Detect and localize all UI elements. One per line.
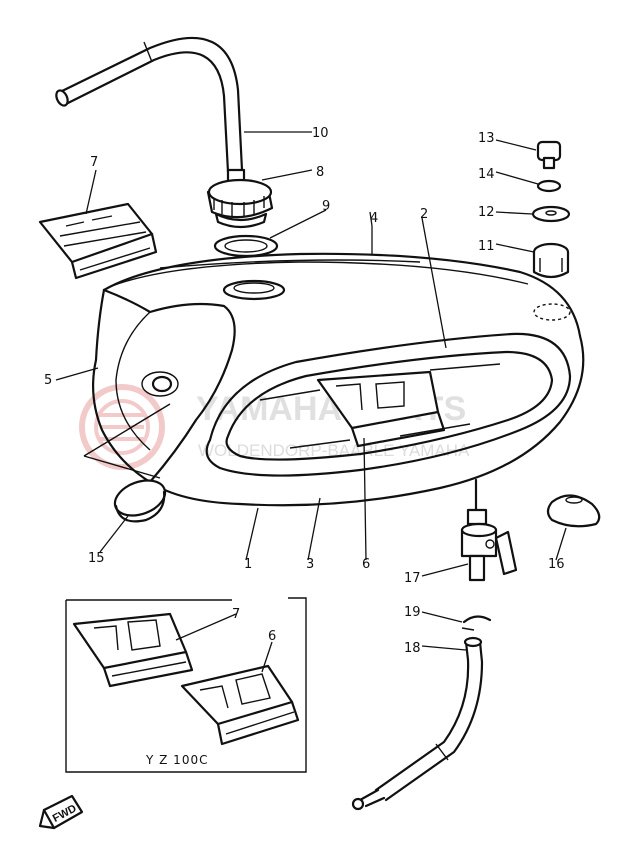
part-12-plate-washer: [531, 205, 571, 223]
part-15-cap: [113, 479, 167, 523]
part-19-clip: [461, 615, 492, 631]
callout-8: 8: [316, 165, 324, 180]
part-7-emblem: [38, 202, 158, 280]
inset-yz100c: [65, 597, 307, 773]
callout-5: 5: [44, 373, 52, 388]
part-14-washer: [536, 179, 562, 193]
inset-part-7-emblem: [72, 612, 194, 688]
callout-9: 9: [322, 199, 330, 214]
callout-3: 3: [306, 557, 314, 572]
part-18-fuel-hose: [351, 636, 484, 811]
callout-17: 17: [404, 571, 421, 586]
callout-11: 11: [478, 239, 495, 254]
leader-5-15-projection: [83, 403, 171, 479]
callout-16: 16: [548, 557, 565, 572]
part-2-3-tank-stripes: [205, 332, 572, 477]
callout-2: 2: [420, 207, 428, 222]
callout-numbers: 1 2 3 4 5 6 7 8 9 10 11 12 13 14 15 16 1…: [44, 126, 565, 656]
callout-14: 14: [478, 167, 495, 182]
part-13-bolt: [536, 140, 562, 170]
part-9-cap-gasket: [213, 234, 279, 258]
callout-inset-7: 7: [232, 607, 240, 622]
callout-6: 6: [362, 557, 370, 572]
leader-lines: [55, 131, 567, 673]
callout-18: 18: [404, 641, 421, 656]
callout-12: 12: [478, 205, 495, 220]
callout-13: 13: [478, 131, 495, 146]
forward-arrow-icon: FWD: [38, 794, 84, 830]
inset-label: Y Z 100C: [145, 753, 208, 767]
part-11-damper: [532, 242, 570, 279]
part-8-fuel-cap: [206, 168, 274, 229]
callout-1: 1: [244, 557, 252, 572]
callout-7: 7: [90, 155, 98, 170]
callout-10: 10: [312, 126, 329, 141]
watermark: YAMAHA-PARTS WOLDENDORP-BAARLE YAMAHA: [79, 384, 470, 470]
callout-4: 4: [370, 211, 378, 226]
part-16-damper: [546, 494, 601, 528]
part-10-breather-hose: [55, 36, 244, 174]
callout-inset-6: 6: [268, 629, 276, 644]
part-17-fuel-cock: [460, 478, 518, 582]
part-1-fuel-tank: [92, 252, 585, 507]
callout-19: 19: [404, 605, 421, 620]
part-6-tank-emblem: [316, 370, 446, 448]
inset-part-6-emblem: [180, 664, 300, 746]
callout-15: 15: [88, 551, 105, 566]
